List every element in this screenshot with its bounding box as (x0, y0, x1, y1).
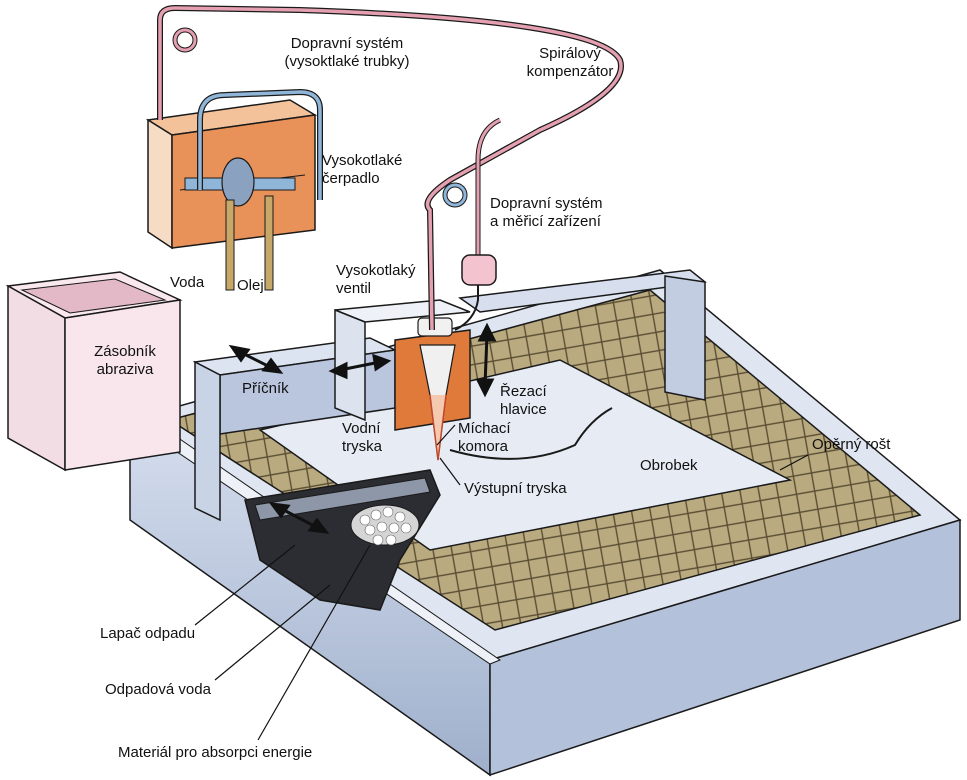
label-support-grate: Opěrný rošt (812, 436, 891, 453)
label-water-nozzle-line-2: tryska (342, 438, 383, 455)
high-pressure-pump (145, 99, 318, 291)
pipes (157, 4, 624, 331)
label-hopper-line-2: abraziva (96, 361, 154, 378)
label-mixing-line-2: komora (458, 438, 509, 455)
waste-catcher (244, 469, 441, 611)
label-cutting-head-line-1: Řezací (500, 383, 547, 400)
label-metering-line-1: Dopravní systém (490, 195, 603, 212)
abrasive-hopper (5, 271, 183, 472)
metering-device (454, 254, 497, 331)
label-cutting-head: Řezací hlavice (500, 383, 547, 419)
label-transport-line-2: (vysoktlaké trubky) (284, 53, 410, 70)
label-waste-catcher: Lapač odpadu (100, 625, 196, 642)
label-valve-line-2: ventil (336, 280, 372, 297)
label-hopper: Zásobník abraziva (70, 343, 180, 379)
label-transport-system: Dopravní systém (vysoktlaké trubky) (262, 35, 432, 71)
gantry-rear (457, 269, 707, 401)
label-spiral-line-1: Spirálový (539, 45, 601, 62)
label-oil: Olej (237, 277, 264, 294)
label-water-nozzle: Vodní tryska (342, 420, 382, 456)
label-mixing-line-1: Míchací (458, 420, 511, 437)
label-cross-beam: Příčník (242, 380, 289, 397)
label-transport-line-1: Dopravní systém (290, 35, 404, 52)
label-pump-line-2: čerpadlo (322, 170, 380, 187)
label-hopper-line-1: Zásobník (94, 343, 156, 360)
motion-arrows (228, 322, 497, 534)
label-water-nozzle-line-1: Vodní (342, 420, 381, 437)
leader-lines (194, 424, 809, 741)
label-valve-line-1: Vysokotlaký (336, 262, 416, 279)
label-spiral-line-2: kompenzátor (526, 63, 614, 80)
label-pump: Vysokotlaké čerpadlo (322, 152, 402, 188)
label-spiral-compensator: Spirálový kompenzátor (515, 45, 625, 81)
label-waste-water: Odpadová voda (105, 681, 211, 698)
label-metering-line-2: a měřicí zařízení (490, 213, 601, 230)
label-metering: Dopravní systém a měřicí zařízení (490, 195, 603, 231)
label-cutting-head-line-2: hlavice (500, 401, 547, 418)
label-valve: Vysokotlaký ventil (336, 262, 415, 298)
cutting-head (334, 299, 471, 461)
label-workpiece: Obrobek (640, 457, 698, 474)
label-outlet-nozzle: Výstupní tryska (464, 480, 567, 497)
label-energy-absorber: Materiál pro absorpci energie (118, 744, 313, 761)
label-mixing-chamber: Míchací komora (458, 420, 511, 456)
label-water: Voda (170, 274, 205, 291)
label-pump-line-1: Vysokotlaké (322, 152, 403, 169)
